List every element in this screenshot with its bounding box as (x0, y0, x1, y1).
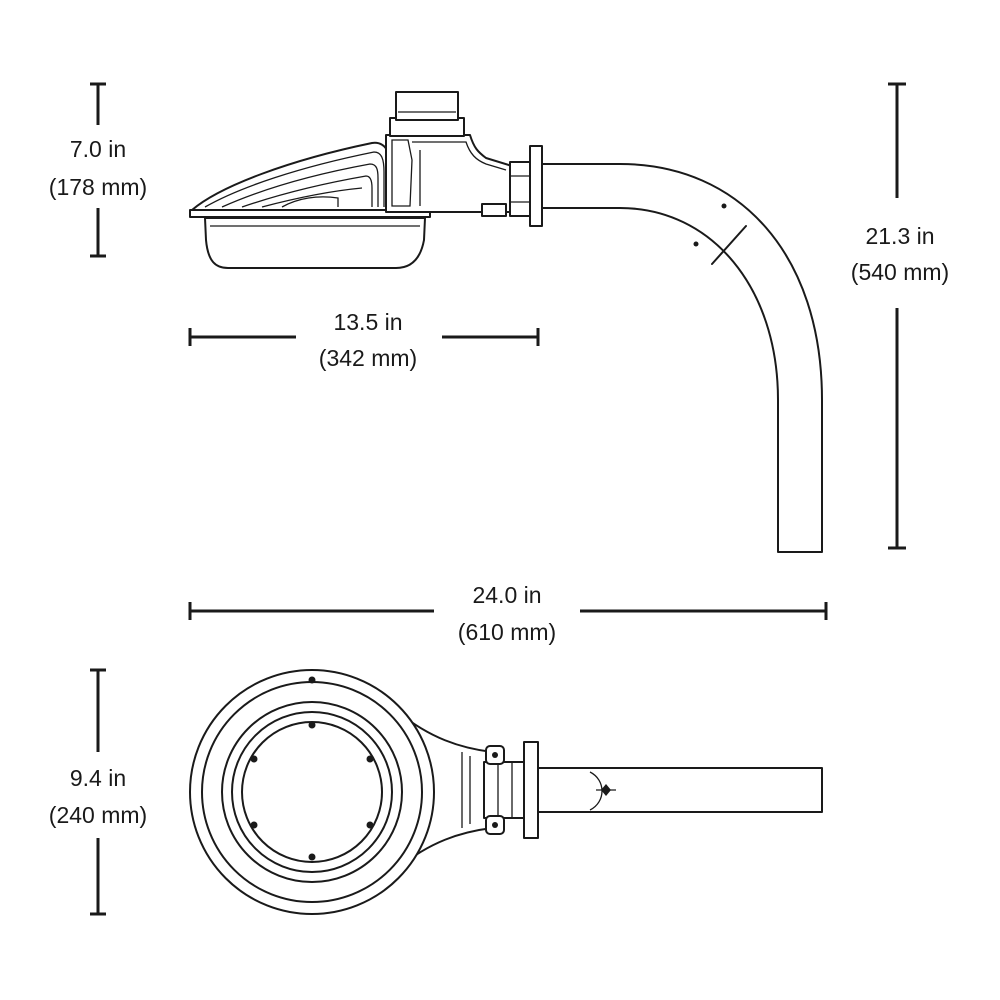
screw (250, 821, 258, 829)
side-view-driver-housing (385, 134, 513, 213)
top-view-clamp-body (483, 761, 525, 819)
screw (366, 821, 374, 829)
side-view-lens-bowl (204, 217, 426, 269)
arm-height-metric: (540 mm) (851, 259, 949, 285)
top-view-head-outer (189, 669, 435, 915)
top-view-fixture (189, 669, 823, 915)
arm-screw (693, 241, 699, 247)
photocell-cap (395, 91, 459, 121)
arm-seam (711, 225, 747, 265)
side-view-clamp (509, 161, 533, 217)
side-view-clamp-plate (529, 145, 543, 227)
overall-length-imperial: 24.0 in (472, 582, 541, 608)
top-view-lens-ring (231, 711, 393, 873)
height-side-metric: (178 mm) (49, 174, 147, 200)
screw (308, 853, 316, 861)
side-view-latch (481, 203, 507, 217)
top-view-clamp-plate (523, 741, 539, 839)
screw-top (308, 676, 316, 684)
screw (250, 755, 258, 763)
dimension-overall-length: 24.0 in (610 mm) (188, 582, 828, 645)
top-view-arm (535, 767, 823, 813)
width-head-metric: (342 mm) (319, 345, 417, 371)
overall-length-metric: (610 mm) (458, 619, 556, 645)
arm-height-imperial: 21.3 in (865, 223, 934, 249)
dimension-arm-height: 21.3 in (540 mm) (851, 82, 949, 550)
side-view-arm (539, 163, 823, 553)
head-diameter-imperial: 9.4 in (70, 765, 126, 791)
arm-screw (721, 203, 727, 209)
screw (308, 721, 316, 729)
top-view-lens-outer (221, 701, 403, 883)
dimension-height-side: 7.0 in (178 mm) (49, 82, 147, 258)
dimension-head-diameter: 9.4 in (240 mm) (49, 668, 147, 916)
height-side-imperial: 7.0 in (70, 136, 126, 162)
dimension-width-head: 13.5 in (342 mm) (188, 309, 540, 371)
side-view-rim (189, 209, 431, 218)
width-head-imperial: 13.5 in (333, 309, 402, 335)
head-diameter-metric: (240 mm) (49, 802, 147, 828)
screw (366, 755, 374, 763)
side-view-fixture (189, 91, 823, 553)
